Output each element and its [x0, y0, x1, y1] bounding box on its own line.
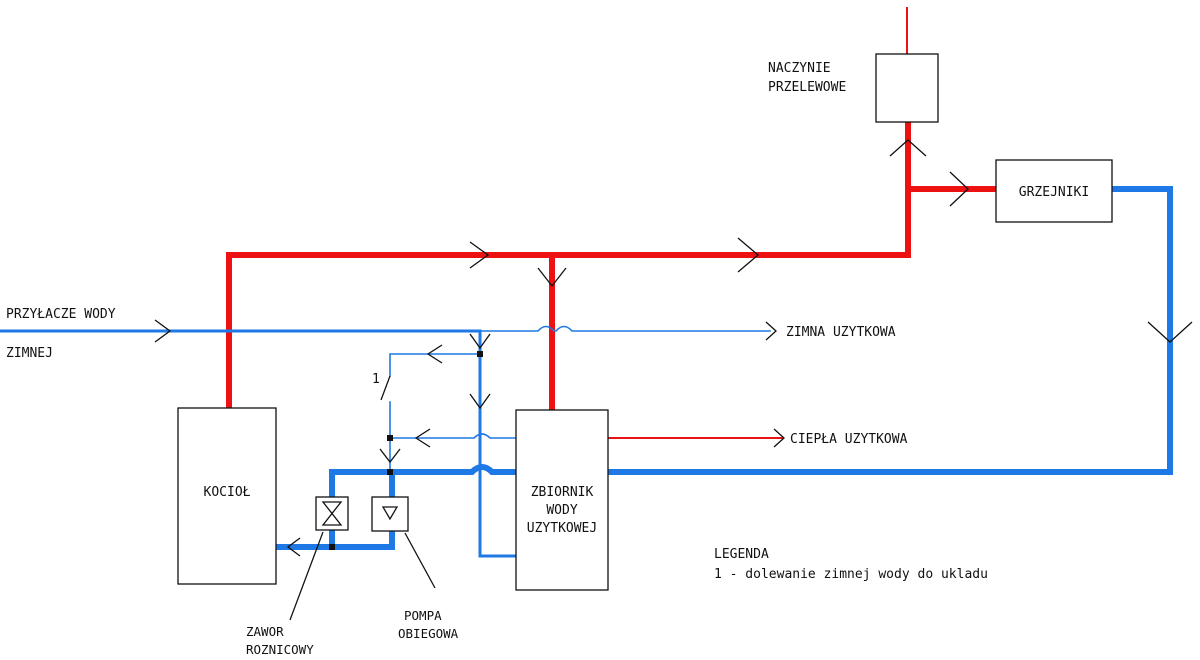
legend-item: 1 - dolewanie zimnej wody do ukladu — [714, 567, 988, 582]
flow-arrow-icon — [773, 428, 785, 448]
flow-arrow-icon — [889, 139, 927, 157]
expansion-vessel-box — [875, 53, 939, 123]
flow-arrow-icon — [286, 537, 301, 557]
flow-arrow-icon — [379, 448, 401, 464]
flow-arrow-icon — [737, 237, 760, 273]
junction-dots — [329, 351, 483, 550]
cold-to-tank-line — [389, 433, 517, 439]
flow-arrows — [154, 139, 1193, 557]
legend-title: LEGENDA — [714, 547, 769, 562]
cold-usable-outlet-pipe — [479, 325, 771, 332]
expansion-vessel-label-2: PRZELEWOWE — [768, 80, 846, 95]
differential-valve — [315, 496, 349, 531]
tank-label-2: WODY — [546, 503, 577, 518]
junction-dot — [387, 469, 393, 475]
refill-line — [389, 353, 481, 377]
flow-arrow-icon — [469, 393, 491, 410]
pump-triangle-icon — [381, 506, 399, 521]
flow-arrow-icon — [154, 319, 172, 343]
pump-label-1: POMPA — [404, 608, 442, 623]
water-inlet-label-2: ZIMNEJ — [6, 346, 53, 361]
hot-outlet-label: CIEPŁA UZYTKOWA — [790, 432, 908, 447]
valve-label-2: ROZNICOWY — [246, 642, 314, 657]
cold-inlet-pipe — [0, 329, 518, 558]
junction-dot — [387, 435, 393, 441]
marker-1: 1 — [372, 372, 380, 387]
flow-arrow-icon — [426, 344, 443, 364]
valve-hourglass-icon — [321, 501, 343, 526]
circulation-pump — [371, 496, 409, 532]
flow-arrow-icon — [765, 321, 777, 341]
hot-main-pipe — [226, 121, 911, 411]
flow-arrow-icon — [414, 428, 431, 448]
pump-leader-line — [404, 532, 436, 589]
refill-switch-icon — [380, 375, 391, 401]
flow-arrow-icon — [469, 241, 490, 269]
tank-label-1: ZBIORNIK — [531, 485, 594, 500]
flow-arrow-icon — [537, 267, 567, 288]
return-pipe-radiators — [329, 186, 1173, 500]
cold-outlet-label: ZIMNA UZYTKOWA — [786, 325, 896, 340]
return-pipe-bottom — [273, 528, 395, 550]
radiators-box — [995, 159, 1113, 223]
tank-label-3: UZYTKOWEJ — [527, 521, 597, 536]
valve-label-1: ZAWOR — [246, 624, 284, 639]
radiators-label: GRZEJNIKI — [1019, 185, 1089, 200]
water-inlet-label-1: PRZYŁACZE WODY — [6, 307, 116, 322]
junction-dot — [477, 351, 483, 357]
valve-leader-line — [289, 531, 324, 621]
flow-arrow-icon — [469, 333, 491, 350]
boiler-label: KOCIOŁ — [204, 485, 251, 500]
expansion-vessel-label-1: NACZYNIE — [768, 61, 831, 76]
junction-dot — [329, 544, 335, 550]
boiler-box — [177, 407, 277, 585]
flow-arrow-icon — [949, 171, 969, 207]
tank-box — [515, 409, 609, 591]
pump-label-2: OBIEGOWA — [398, 626, 459, 641]
flow-arrow-icon — [1147, 321, 1193, 343]
